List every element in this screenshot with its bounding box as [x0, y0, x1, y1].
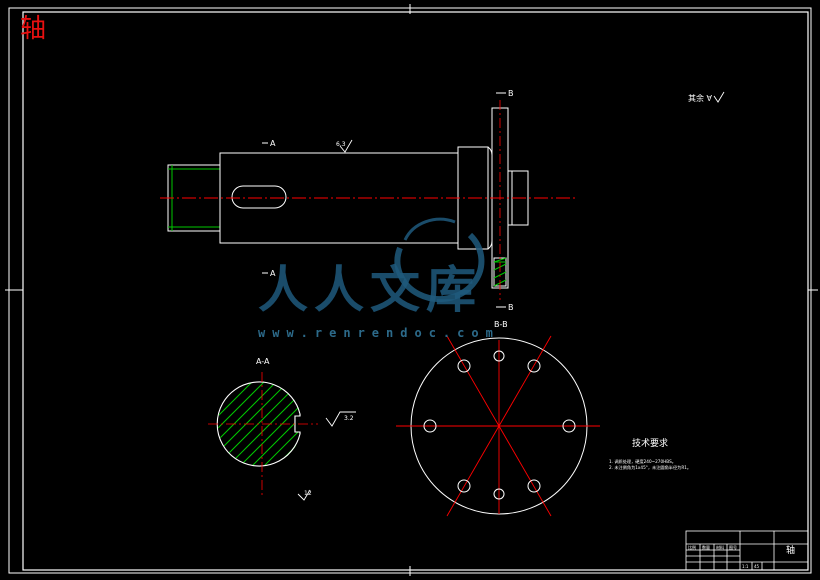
roughness-note-icon: [713, 91, 725, 103]
cut-b-bottom-label: B: [508, 303, 514, 312]
drawing-title: 轴: [20, 14, 48, 44]
keyway-roughness-icon: [325, 411, 356, 427]
section-bb-view: [396, 335, 600, 517]
keyway: [231, 185, 287, 209]
title-block-cell-2: 数量: [702, 544, 710, 550]
watermark-logo-icon: [394, 217, 485, 303]
tech-req-item-1: 1. 调质处理，硬度240~270HBS。: [609, 458, 676, 465]
section-aa-view: [216, 381, 307, 467]
inner-border: [22, 11, 809, 571]
section-aa-label: A-A: [256, 357, 270, 366]
title-block-cell-4: 图号: [729, 544, 737, 550]
section-bb-label: B-B: [494, 320, 508, 329]
title-block-part-name: 轴: [786, 544, 795, 556]
section-roughness-icon: [297, 489, 311, 501]
title-block-cell-3: 材料: [716, 544, 724, 550]
cut-a-bottom-label: A: [270, 269, 276, 278]
title-block-material: 45: [754, 564, 760, 569]
title-block: [685, 530, 809, 571]
title-block-cell-1: 比例: [688, 544, 696, 550]
cut-markers: [262, 92, 506, 308]
bolt-circle-centerlines: [396, 335, 600, 517]
roughness-shaft-value: 6.3: [336, 141, 346, 148]
keyway-roughness-value: 3.2: [344, 415, 354, 422]
roughness-note: 其余 ∀: [688, 93, 713, 103]
bolt-holes: [423, 350, 576, 500]
watermark-url: www.renrendoc.com: [258, 326, 500, 340]
cut-a-top-label: A: [270, 139, 276, 148]
tech-req-heading: 技术要求: [632, 437, 668, 449]
cut-b-top-label: B: [508, 89, 514, 98]
section-aa-hatch: [218, 382, 302, 466]
roughness-symbol-icon: [339, 139, 353, 153]
tech-req-item-2: 2. 未注倒角为1x45°，未注圆角半径为R1。: [609, 464, 691, 471]
watermark-text: 人人文库: [258, 260, 482, 319]
section-roughness-value: 12: [304, 490, 312, 497]
title-block-scale: 1:1: [742, 564, 749, 569]
